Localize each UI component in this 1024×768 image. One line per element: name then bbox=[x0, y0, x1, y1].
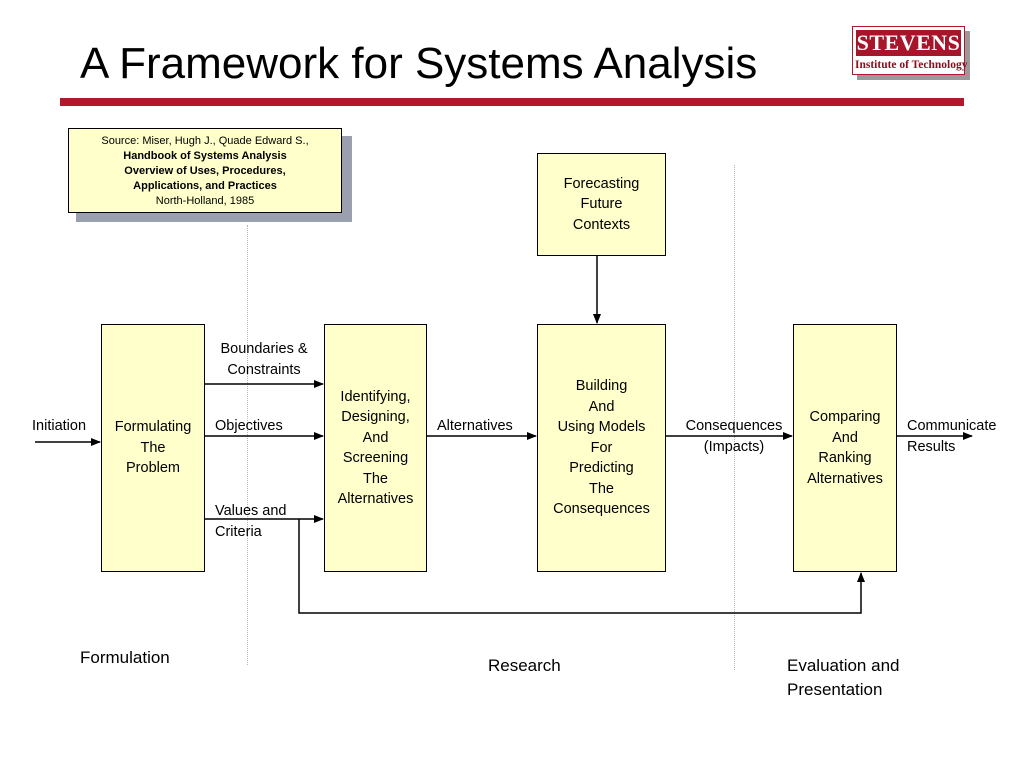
box-line: Screening bbox=[342, 450, 409, 466]
label-line: Values and bbox=[215, 503, 287, 519]
arrow-criteria-feedback bbox=[298, 519, 865, 614]
box-line: Formulating bbox=[114, 419, 192, 436]
box-line: Predicting bbox=[569, 460, 634, 477]
box-line: The bbox=[140, 439, 166, 456]
slide-title: A Framework for Systems Analysis bbox=[80, 39, 758, 88]
label-alternatives: Alternatives bbox=[437, 418, 513, 434]
box-line: And bbox=[832, 429, 858, 446]
phase-divider bbox=[734, 165, 735, 670]
box-line: Building bbox=[575, 378, 628, 395]
label-line: Boundaries & bbox=[220, 341, 308, 357]
box-formulating-the-problem: Formulating The Problem bbox=[101, 324, 205, 572]
box-line: The bbox=[589, 480, 614, 497]
label-communicate-results: Communicate Results bbox=[907, 416, 996, 457]
phase-research: Research bbox=[488, 656, 561, 675]
box-line: For bbox=[590, 439, 613, 456]
source-book-subtitle: Overview of Uses, Procedures, bbox=[124, 165, 286, 177]
source-citation-box: Source: Miser, Hugh J., Quade Edward S.,… bbox=[68, 128, 342, 213]
box-line: Ranking bbox=[818, 450, 872, 466]
logo-subtitle: Institute of Technology bbox=[855, 59, 968, 71]
box-line: Problem bbox=[126, 460, 180, 477]
phase-line: Presentation bbox=[787, 680, 883, 699]
box-line: Designing, bbox=[341, 409, 410, 425]
box-line: Consequences bbox=[553, 501, 650, 518]
label-initiation: Initiation bbox=[32, 418, 87, 434]
label-boundaries-constraints: Boundaries & Constraints bbox=[206, 339, 322, 380]
label-line: Consequences bbox=[685, 418, 783, 434]
box-line: And bbox=[588, 398, 615, 415]
label-line: Criteria bbox=[215, 523, 262, 540]
box-line: Future bbox=[580, 196, 623, 213]
box-line: Using Models bbox=[557, 419, 646, 436]
source-publisher: North-Holland, 1985 bbox=[155, 195, 255, 207]
box-comparing-and-ranking: Comparing And Ranking Alternatives bbox=[793, 324, 897, 572]
box-forecasting-future-contexts: Forecasting Future Contexts bbox=[537, 153, 666, 256]
source-book-subtitle: Applications, and Practices bbox=[133, 180, 277, 192]
logo-name: STEVENS bbox=[856, 30, 961, 56]
box-line: Alternatives bbox=[807, 470, 883, 487]
logo-frame: STEVENS Institute of Technology bbox=[852, 26, 968, 75]
label-line: (Impacts) bbox=[703, 438, 765, 455]
phase-line: Evaluation and bbox=[787, 656, 900, 675]
label-values-criteria: Values and Criteria bbox=[215, 501, 286, 542]
box-line: Contexts bbox=[572, 216, 631, 233]
phase-formulation: Formulation bbox=[80, 648, 170, 667]
box-line: Comparing bbox=[809, 409, 881, 425]
box-line: The bbox=[362, 470, 388, 487]
source-line: Source: Miser, Hugh J., Quade Edward S., bbox=[101, 135, 309, 147]
label-line: Constraints bbox=[227, 361, 301, 378]
box-identifying-alternatives: Identifying, Designing, And Screening Th… bbox=[324, 324, 427, 572]
label-objectives: Objectives bbox=[215, 418, 283, 434]
box-line: Identifying, bbox=[340, 388, 411, 405]
box-line: Alternatives bbox=[337, 491, 414, 507]
phase-evaluation-presentation: Evaluation and Presentation bbox=[787, 654, 899, 702]
box-line: Forecasting bbox=[563, 175, 640, 192]
label-line: Results bbox=[907, 438, 956, 455]
label-line: Communicate bbox=[907, 418, 997, 434]
source-book-title: Handbook of Systems Analysis bbox=[123, 150, 287, 162]
label-consequences: Consequences (Impacts) bbox=[675, 416, 793, 457]
title-divider bbox=[60, 98, 964, 106]
stevens-logo: STEVENS Institute of Technology bbox=[852, 26, 970, 80]
box-building-models: Building And Using Models For Predicting… bbox=[537, 324, 666, 572]
box-line: And bbox=[362, 429, 389, 446]
phase-divider bbox=[247, 225, 248, 665]
